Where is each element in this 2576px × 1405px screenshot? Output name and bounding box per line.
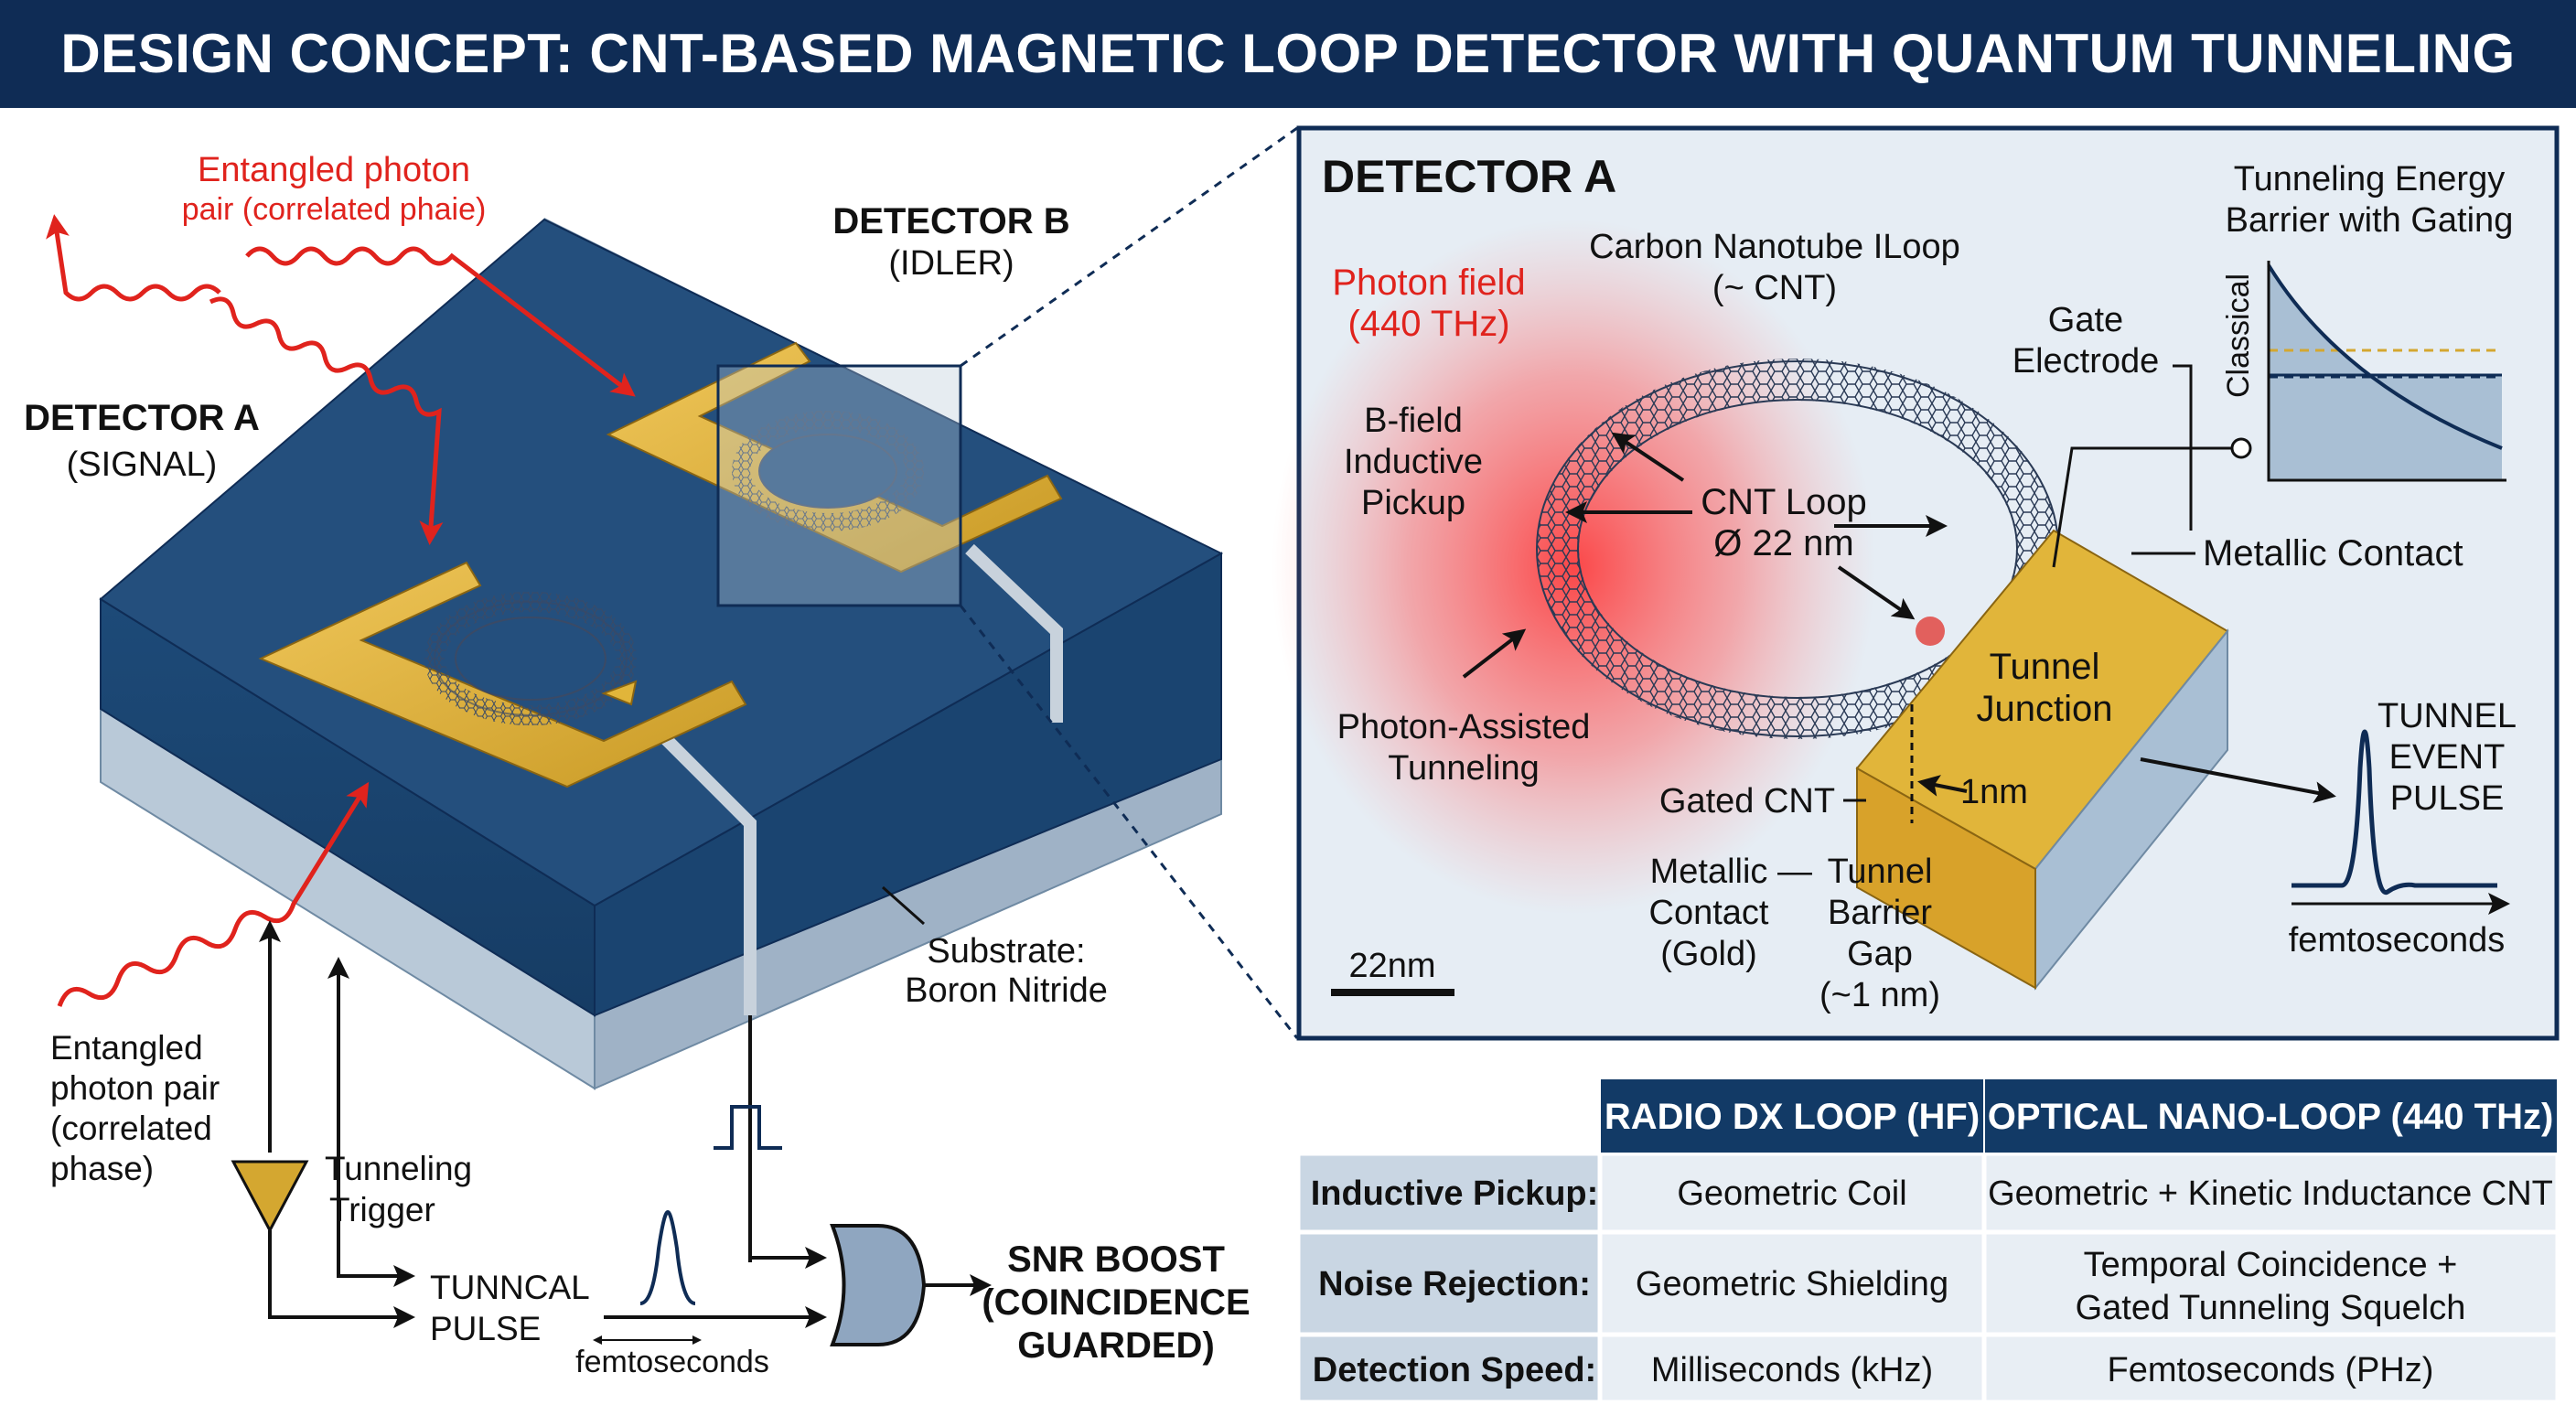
detector-a-resonator bbox=[258, 561, 747, 788]
barrier-title-2: Barrier with Gating bbox=[2226, 201, 2514, 240]
gate-electrode-1: Gate bbox=[2048, 301, 2123, 339]
header-cell-radio bbox=[1601, 1079, 1983, 1153]
tunnel-junction-1: Tunnel bbox=[1990, 647, 2100, 687]
detector-b-name: DETECTOR B bbox=[832, 201, 1069, 241]
photon-pair-top-2: pair (correlated phaie) bbox=[182, 192, 487, 227]
photon-pair-top-1: Entangled photon bbox=[198, 151, 470, 189]
detector-b-sub: (IDLER) bbox=[888, 244, 1014, 283]
tunneling-trigger-1: Tunneling bbox=[325, 1150, 472, 1187]
photon-pair-bottom-1: Entangled bbox=[50, 1029, 203, 1067]
scale-bar-label: 22nm bbox=[1348, 947, 1435, 985]
classical-label: Classical bbox=[2221, 273, 2256, 398]
tunneling-trigger-2: Trigger bbox=[329, 1191, 435, 1228]
cnt-loop-center-1: CNT Loop bbox=[1701, 482, 1867, 522]
tunnel-event-2: EVENT bbox=[2389, 738, 2506, 777]
substrate-slab bbox=[99, 218, 1224, 1090]
photon-assisted-2: Tunneling bbox=[1388, 749, 1540, 788]
detector-b-resonator bbox=[606, 341, 1063, 607]
snr-boost-1: SNR BOOST bbox=[1007, 1239, 1225, 1280]
tunnel-barrier-2: Barrier bbox=[1828, 894, 1932, 932]
bfield-2: Inductive bbox=[1344, 443, 1483, 481]
cell-radio-speed: Milliseconds (kHz) bbox=[1651, 1351, 1933, 1389]
cell-optical-noise-1: Temporal Coincidence + bbox=[2084, 1246, 2458, 1284]
femtoseconds-left: femtoseconds bbox=[575, 1345, 769, 1379]
snr-boost-3: GUARDED) bbox=[1017, 1325, 1215, 1366]
bfield-1: B-field bbox=[1364, 402, 1463, 440]
substrate-label-2: Boron Nitride bbox=[905, 971, 1108, 1010]
dash-separator: — bbox=[1777, 853, 1812, 891]
femtoseconds-inset: femtoseconds bbox=[2289, 921, 2506, 960]
cell-optical-inductive: Geometric + Kinetic Inductance CNT bbox=[1988, 1174, 2553, 1213]
circuit-labels: Tunneling Trigger TUNNCAL PULSE femtosec… bbox=[325, 1150, 1250, 1379]
tunnel-barrier-3: Gap bbox=[1847, 935, 1913, 973]
gated-cnt: Gated CNT bbox=[1659, 782, 1835, 820]
row-label-noise: Noise Rejection: bbox=[1318, 1265, 1591, 1303]
cell-radio-inductive: Geometric Coil bbox=[1677, 1174, 1906, 1213]
cell-optical-speed: Femtoseconds (PHz) bbox=[2108, 1351, 2434, 1389]
metallic-contact: Metallic Contact bbox=[2203, 533, 2463, 574]
metallic-contact-gold-3: (Gold) bbox=[1660, 935, 1757, 973]
barrier-title-1: Tunneling Energy bbox=[2234, 160, 2505, 198]
photon-field-1: Photon field bbox=[1332, 263, 1525, 303]
photon-field-2: (440 THz) bbox=[1347, 304, 1509, 344]
one-nm: 1nm bbox=[1960, 773, 2028, 811]
comparison-table: RADIO DX LOOP (HF) OPTICAL NANO-LOOP (44… bbox=[1297, 1079, 2559, 1403]
detector-a-inset: DETECTOR A Photon fi bbox=[1272, 125, 2560, 1041]
header-optical: OPTICAL NANO-LOOP (440 THz) bbox=[1988, 1097, 2554, 1137]
photon-assisted-1: Photon-Assisted bbox=[1337, 708, 1591, 746]
tunncal-pulse-1: TUNNCAL bbox=[430, 1269, 590, 1306]
trigger-circuit bbox=[231, 920, 992, 1346]
photon-waves bbox=[46, 214, 636, 1007]
cell-radio-noise: Geometric Shielding bbox=[1636, 1265, 1948, 1303]
tunnel-event-3: PULSE bbox=[2390, 779, 2505, 818]
photon-pair-bottom-4: phase) bbox=[50, 1150, 154, 1187]
detector-a-name: DETECTOR A bbox=[24, 398, 260, 438]
barrier-chart: Tunneling Energy Barrier with Gating Cla… bbox=[2221, 160, 2514, 482]
inset-heading: DETECTOR A bbox=[1322, 151, 1616, 202]
tunnel-event-1: TUNNEL bbox=[2377, 697, 2517, 735]
tunnel-barrier-1: Tunnel bbox=[1828, 853, 1933, 891]
row-label-inductive: Inductive Pickup: bbox=[1311, 1174, 1599, 1213]
tunnel-junction-2: Junction bbox=[1977, 689, 2113, 729]
cnt-loop-center-2: Ø 22 nm bbox=[1713, 523, 1853, 563]
tunnel-barrier-4: (~1 nm) bbox=[1819, 976, 1940, 1014]
cnt-loop-label-2: (~ CNT) bbox=[1712, 269, 1837, 307]
detector-a-sub: (SIGNAL) bbox=[67, 445, 218, 484]
photon-pair-bottom-2: photon pair bbox=[50, 1069, 220, 1107]
cnt-loop-label-1: Carbon Nanotube ILoop bbox=[1589, 228, 1960, 266]
row-label-speed: Detection Speed: bbox=[1313, 1351, 1596, 1389]
bfield-3: Pickup bbox=[1361, 484, 1465, 522]
metallic-contact-gold-2: Contact bbox=[1649, 894, 1769, 932]
title-bar: DESIGN CONCEPT: CNT-BASED MAGNETIC LOOP … bbox=[0, 0, 2576, 192]
cell-optical-noise-2: Gated Tunneling Squelch bbox=[2076, 1289, 2466, 1327]
gate-electrode-2: Electrode bbox=[2012, 342, 2160, 381]
header-radio: RADIO DX LOOP (HF) bbox=[1605, 1097, 1980, 1137]
metallic-contact-gold-1: Metallic bbox=[1650, 853, 1768, 891]
photon-pair-bottom-3: (correlated bbox=[50, 1110, 212, 1147]
left-labels: Entangled photon pair (correlated phaie)… bbox=[24, 151, 1108, 1187]
header-cell-optical bbox=[1985, 1079, 2557, 1153]
snr-boost-2: (COINCIDENCE bbox=[982, 1282, 1250, 1323]
tunnel-event-pulse: TUNNEL EVENT PULSE femtoseconds bbox=[2289, 697, 2517, 960]
substrate-label-1: Substrate: bbox=[927, 932, 1085, 971]
tunncal-pulse-2: PULSE bbox=[430, 1310, 541, 1347]
